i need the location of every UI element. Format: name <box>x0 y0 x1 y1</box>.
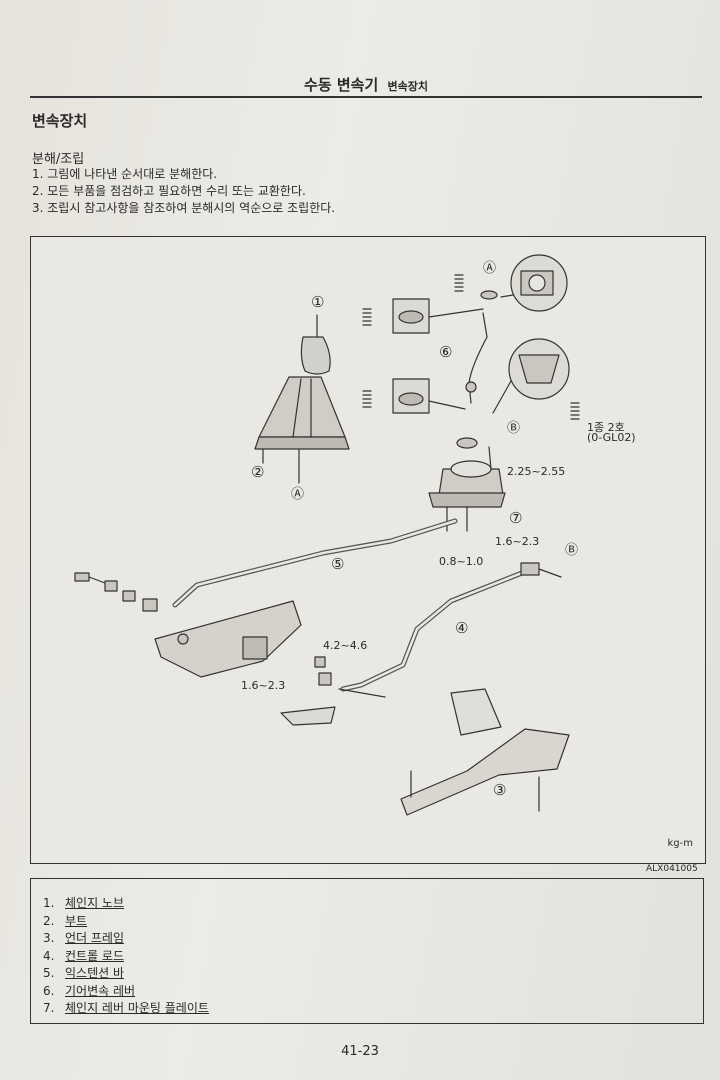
body-bracket-part <box>154 600 302 678</box>
procedure-step: 1. 그림에 나타낸 순서대로 분해한다. <box>32 167 218 181</box>
legend-item: 3. 언더 프레임 <box>43 930 209 948</box>
header-rule <box>30 96 702 98</box>
section-title: 변속장치 <box>32 112 88 130</box>
header-subtitle: 변속장치 <box>387 80 428 93</box>
callout-b-rod: Ⓑ <box>565 543 579 558</box>
procedure-title: 분해/조립 <box>32 152 85 167</box>
callout-b-lever: Ⓑ <box>507 421 521 436</box>
legend-text: 언더 프레임 <box>65 931 125 945</box>
boot-part <box>258 376 346 438</box>
legend-number: 2. <box>43 913 55 928</box>
procedure-step: 3. 조립시 참고사항을 참조하여 분해시의 역순으로 조립한다. <box>32 201 336 215</box>
legend-text: 기어변속 레버 <box>65 983 136 998</box>
legend-item: 5. 익스텐션 바 <box>43 965 209 983</box>
under-frame-part <box>400 728 570 816</box>
change-knob-part <box>300 336 331 375</box>
shift-mechanism-drawing <box>74 254 580 816</box>
legend-item: 4. 컨트롤 로드 <box>43 948 209 966</box>
parts-legend: 1. 체인지 노브 2. 부트 3. 언더 프레임 4. 컨트롤 로드 5. 익스텐션 바… <box>30 878 704 1024</box>
spring-bushing-lower <box>362 378 430 414</box>
callout-4: ④ <box>455 619 469 637</box>
page-header: 수동 변속기 변속장치 <box>30 74 702 95</box>
unit-label: kg-m <box>667 838 694 849</box>
control-rod-part <box>340 568 530 692</box>
callout-3: ③ <box>493 781 507 799</box>
spring-bushing-upper <box>362 298 430 334</box>
legend-text: 컨트롤 로드 <box>65 948 125 963</box>
procedure-step: 2. 모든 부품을 점검하고 필요하면 수리 또는 교환한다. <box>32 184 306 198</box>
legend-number: 6. <box>43 983 55 998</box>
legend-text: 체인지 레버 마운팅 플레이트 <box>65 1001 209 1015</box>
legend-number: 7. <box>43 1001 55 1015</box>
legend-number: 1. <box>43 896 55 910</box>
callout-2: ② <box>251 463 265 481</box>
torque-label: 4.2~4.6 <box>323 639 368 652</box>
torque-label: 0.8~1.0 <box>439 555 484 568</box>
legend-number: 5. <box>43 966 55 980</box>
legend-text: 익스텐션 바 <box>65 966 125 980</box>
legend-item: 7. 체인지 레버 마운팅 플레이트 <box>43 1000 209 1018</box>
torque-label: 1.6~2.3 <box>241 679 286 692</box>
legend-item: 2. 부트 <box>43 913 209 931</box>
torque-label: 1.6~2.3 <box>495 535 540 548</box>
header-title: 수동 변속기 <box>304 76 379 94</box>
grease-note: 1종 2호 <box>587 421 625 434</box>
legend-text: 체인지 노브 <box>65 896 125 910</box>
legend-text: 부트 <box>65 913 88 928</box>
callout-a-lever: Ⓐ <box>483 261 497 276</box>
callout-7: ⑦ <box>509 509 523 527</box>
callout-6: ⑥ <box>439 343 453 361</box>
figure-code: ALX041005 <box>646 864 698 874</box>
callout-a-boot: Ⓐ <box>291 487 305 502</box>
legend-number: 4. <box>43 948 55 963</box>
legend-number: 3. <box>43 931 55 945</box>
callout-5: ⑤ <box>331 555 345 573</box>
page-number: 41-23 <box>341 1044 379 1059</box>
grease-note: (0-GL02) <box>587 431 636 444</box>
procedure-steps: 1. 그림에 나타낸 순서대로 분해한다. 2. 모든 부품을 점검하고 필요하… <box>32 166 335 217</box>
exploded-diagram: ① ② ③ ④ ⑤ ⑥ ⑦ Ⓐ Ⓐ Ⓑ Ⓑ 2.25~2.55 1.6~2.3 … <box>30 236 706 864</box>
legend-item: 1. 체인지 노브 <box>43 895 209 913</box>
legend-item: 6. 기어변속 레버 <box>43 983 209 1001</box>
torque-label: 2.25~2.55 <box>507 465 566 478</box>
callout-1: ① <box>311 293 325 311</box>
